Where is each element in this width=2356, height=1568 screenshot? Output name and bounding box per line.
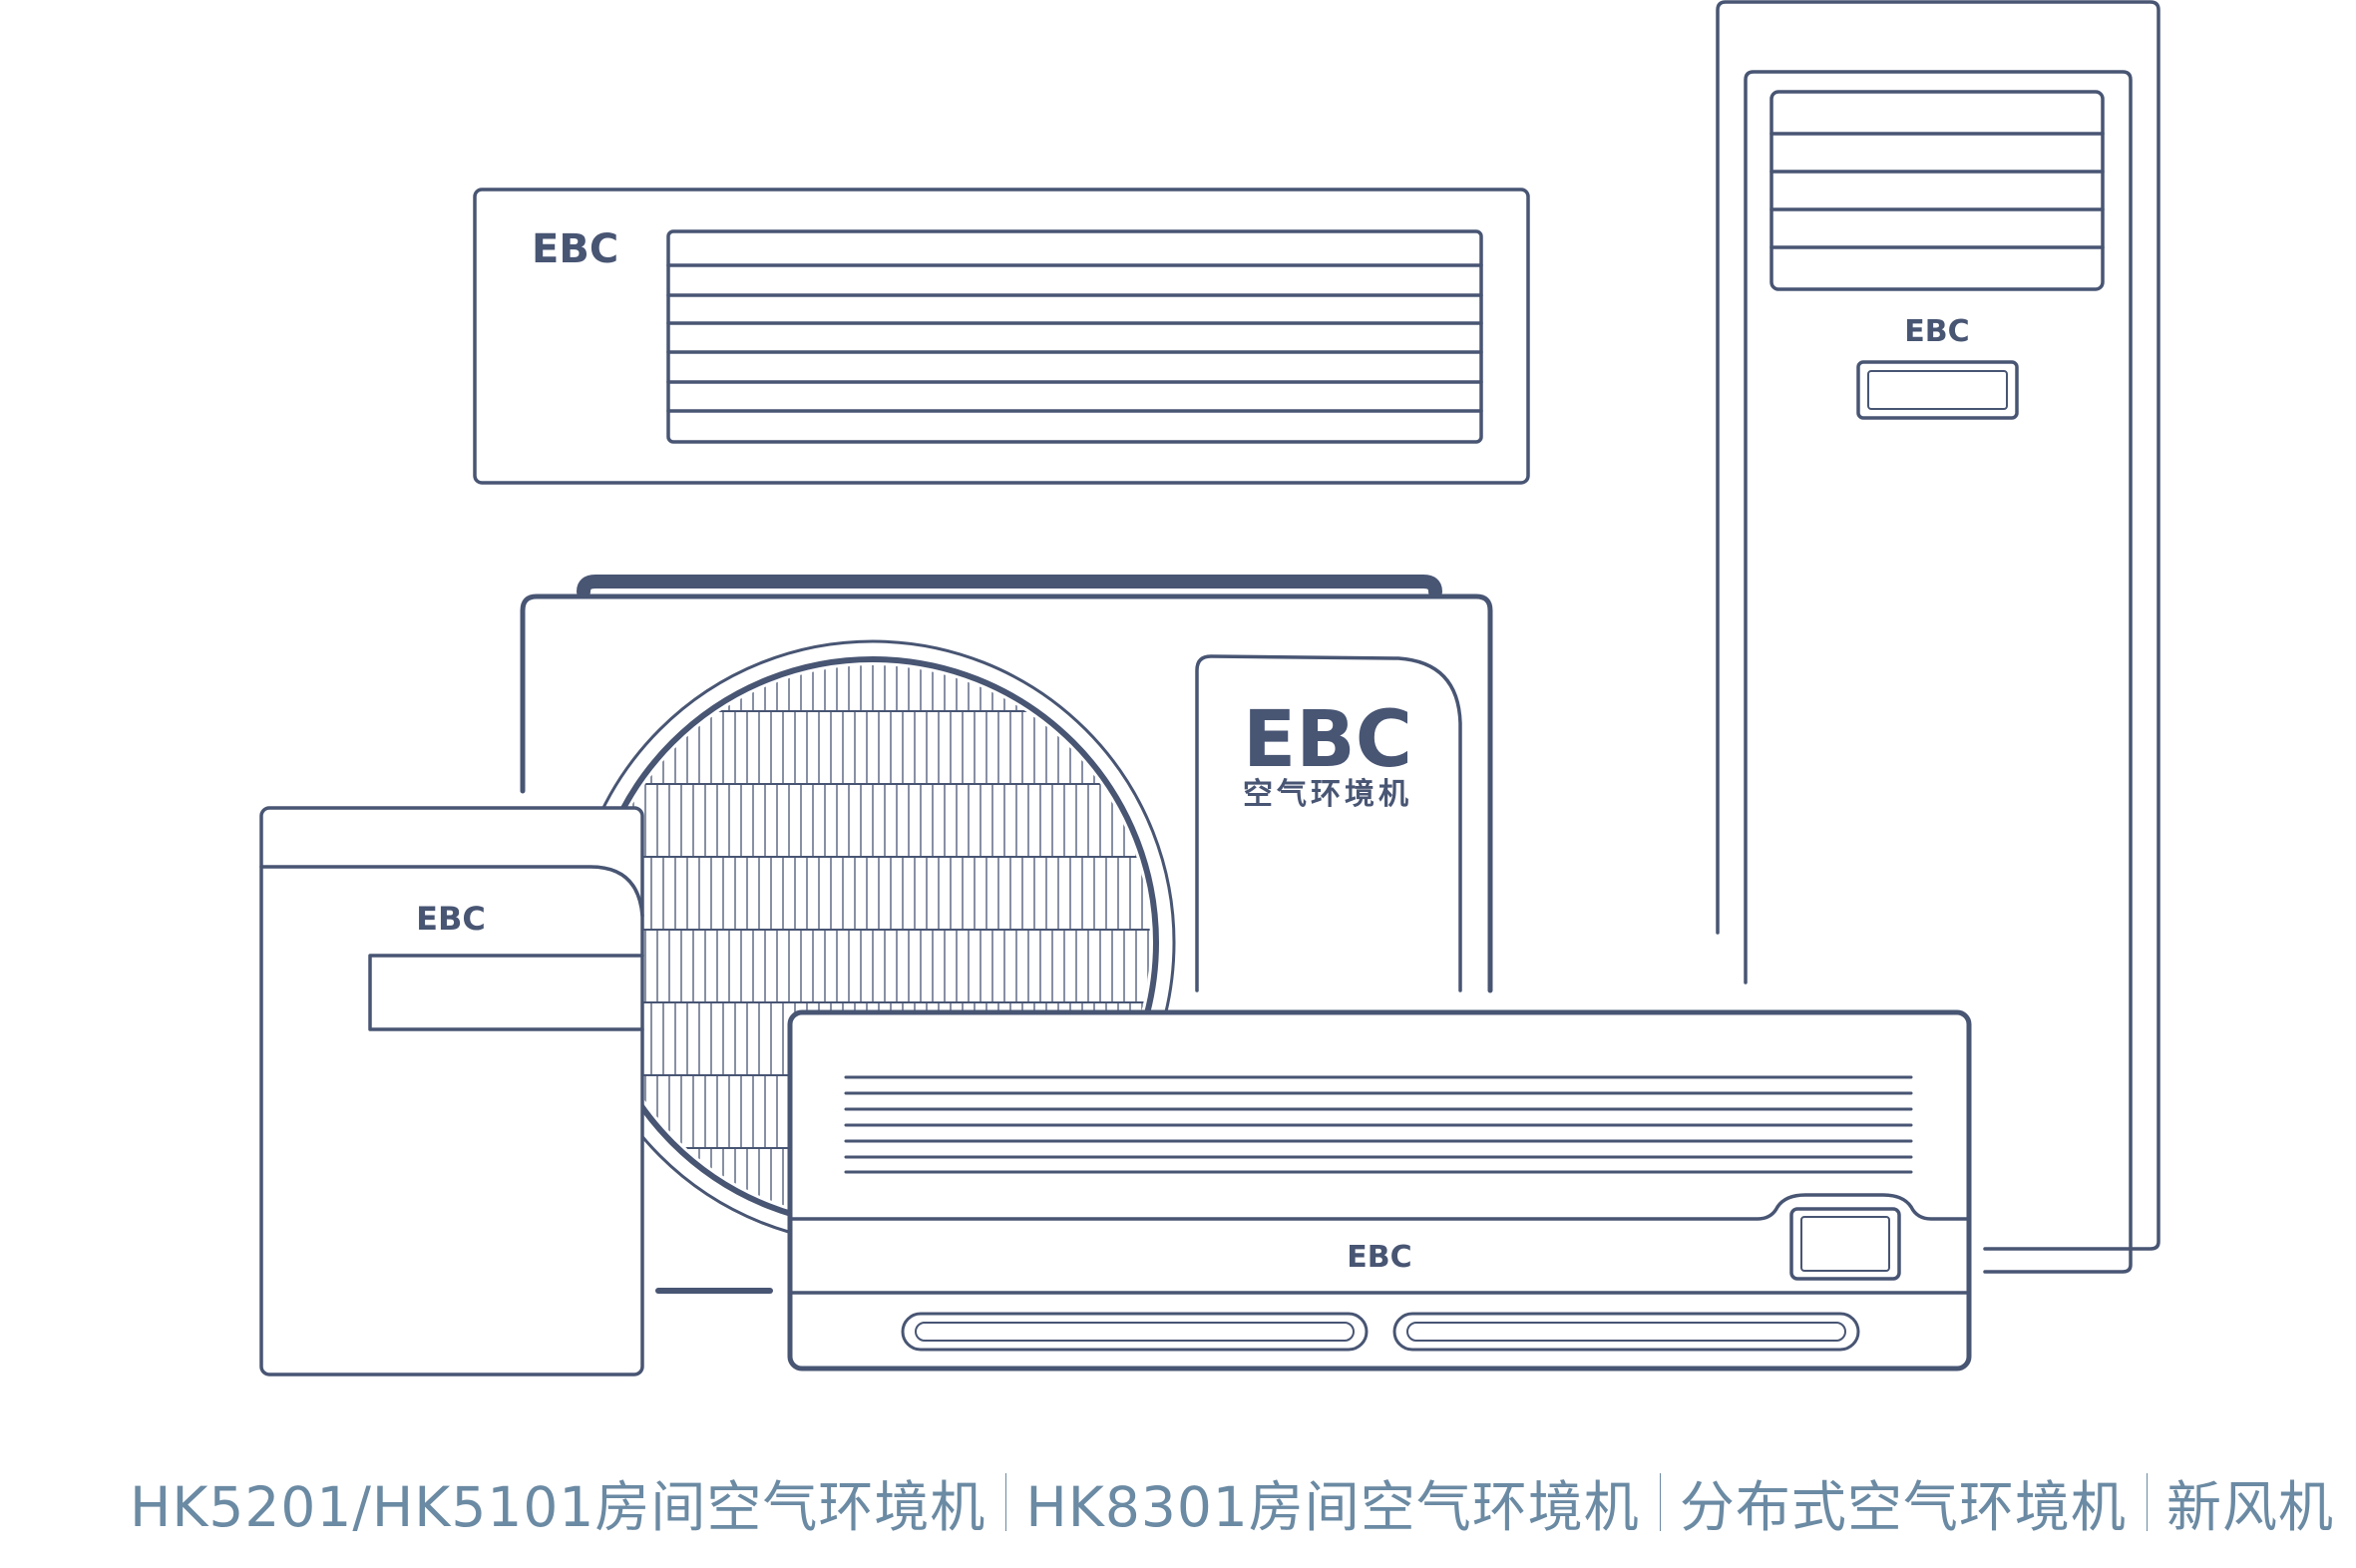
wall-unit-outlet-right (1392, 1312, 1860, 1352)
wall-mounted-unit (787, 1009, 1972, 1372)
caption-item-4: 新风机 (2165, 1475, 2334, 1539)
ducted-vent-grille (666, 229, 1483, 444)
ducted-logo: EBC (532, 226, 618, 272)
wall-unit-logo: EBC (1347, 1240, 1411, 1275)
small-unit-display (368, 954, 644, 1031)
product-illustration: EBC EBC EBC 空气环境机 EBC (259, 0, 2160, 1376)
caption-item-2: HK8301房间空气环境机 (1025, 1475, 1640, 1539)
outdoor-logo: EBC (1243, 695, 1412, 785)
floor-standing-unit (1716, 0, 2160, 1274)
caption-item-1: HK5201/HK5101房间空气环境机 (130, 1475, 986, 1539)
tower-logo: EBC (1904, 314, 1969, 349)
small-unit-logo: EBC (416, 900, 486, 938)
tower-vent-grille (1769, 90, 2105, 291)
outdoor-side-panel (1195, 654, 1462, 992)
wall-unit-outlet-left (901, 1312, 1369, 1352)
product-caption: HK5201/HK5101房间空气环境机 HK8301房间空气环境机 分布式空气… (130, 1462, 2334, 1542)
caption-item-3: 分布式空气环境机 (1679, 1475, 2127, 1539)
tower-display (1856, 360, 2019, 420)
ducted-unit (473, 188, 1530, 485)
room-unit-small (259, 806, 644, 1376)
outdoor-subtitle: 空气环境机 (1243, 777, 1412, 812)
wall-unit-display (1789, 1207, 1901, 1281)
